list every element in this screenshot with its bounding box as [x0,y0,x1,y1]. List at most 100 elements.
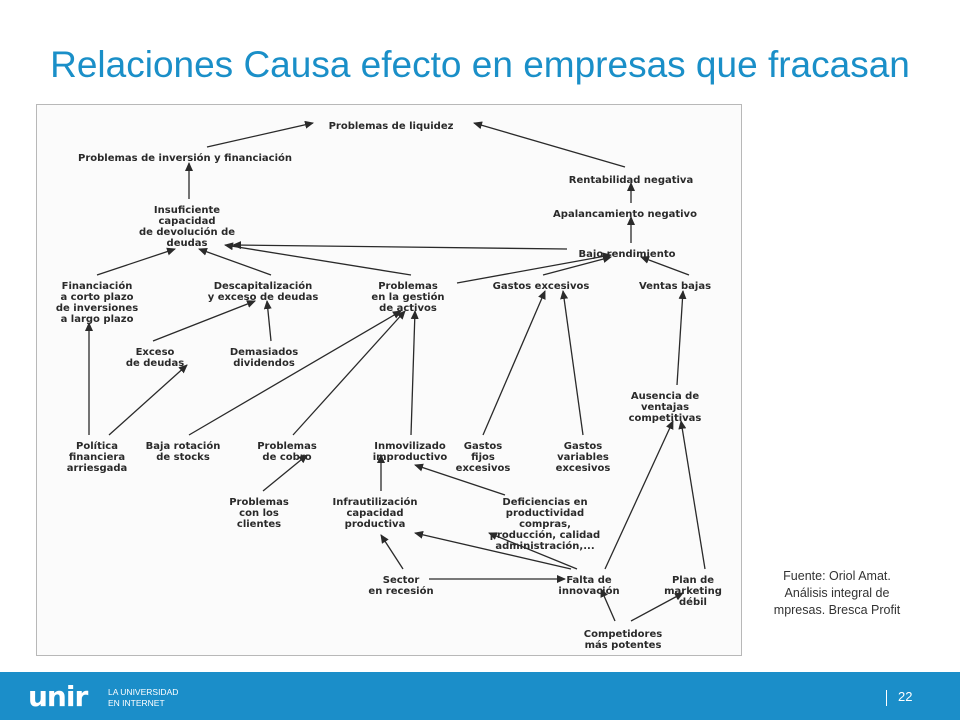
node-inmovilizado-line: improductivo [373,452,448,463]
arrow-from-ventas [640,256,690,276]
node-insuficiente-line: Insuficiente [154,205,220,216]
node-falta-line: Falta de [566,575,612,586]
node-gestion-line: de activos [379,303,437,314]
node-gastos-line: Gastos excesivos [493,281,590,292]
node-dividendos-line: Demasiados [230,347,298,358]
node-liquidez: Problemas de liquidez [329,121,454,132]
node-sector-line: en recesión [368,585,433,597]
arrow-from-sector [380,534,404,570]
node-descap-line: Descapitalización [214,280,313,292]
node-infrautil-line: capacidad [346,508,403,519]
source-citation: Fuente: Oriol Amat. Análisis integral de… [752,568,922,619]
node-ausencia-line: ventajas [641,402,689,413]
node-financiacion-line: de inversiones [56,303,138,314]
source-line-1: Fuente: Oriol Amat. [783,569,891,583]
node-competidores-line: Competidores [584,629,663,640]
node-variables-line: Gastos [564,441,603,452]
arrow-from-exceso [152,300,256,342]
arrow-from-politica [108,364,188,436]
node-rotacion-line: de stocks [156,452,210,463]
node-variables-line: excesivos [556,463,611,474]
node-rentabilidad: Rentabilidad negativa [569,175,693,186]
arrow-from-variables [560,290,584,436]
arrow-from-falta [414,530,572,570]
node-clientes-line: clientes [237,519,281,530]
node-descap-line: y exceso de deudas [208,292,319,303]
node-sector-line: Sector [383,575,420,586]
node-rentabilidad-line: Rentabilidad negativa [569,175,693,186]
node-clientes-line: Problemas [229,497,289,508]
node-bajo: Bajo rendimiento [579,249,676,260]
node-ventas: Ventas bajas [639,281,711,292]
arrow-from-falta [488,532,578,570]
node-politica-line: financiera [69,452,125,463]
arrow-from-cobro [292,310,406,436]
node-financiacion-line: a largo plazo [61,314,134,325]
node-falta-line: innovación [558,585,619,597]
page-separator [886,690,887,706]
arrow-from-competidores [630,592,684,622]
node-fijos-line: Gastos [464,441,503,452]
arrow-from-competidores [600,588,616,622]
node-clientes-line: con los [239,508,279,519]
slide-title: Relaciones Causa efecto en empresas que … [50,44,910,85]
arrow-from-rentabilidad [473,121,626,168]
node-inversion: Problemas de inversión y financiación [78,152,292,164]
arrow-from-gestion [224,242,412,276]
node-deficiencias-line: productividad [506,508,584,519]
node-variables-line: variables [557,452,609,463]
node-marketing-line: marketing [664,586,722,597]
node-dividendos-line: dividendos [233,358,295,369]
node-inversion-line: Problemas de inversión y financiación [78,152,292,164]
node-bajo-line: Bajo rendimiento [579,249,676,260]
node-gestion-line: Problemas [378,281,438,292]
node-ausencia-line: Ausencia de [631,391,699,402]
footer-bar: unir LA UNIVERSIDAD EN INTERNET 22 [0,672,960,720]
node-apalancamiento-line: Apalancamiento negativo [553,209,697,220]
arrow-from-gestion [456,252,612,284]
node-insuficiente-line: capacidad [158,216,215,227]
node-gastos: Gastos excesivos [493,281,590,292]
arrow-from-bajo [232,241,568,250]
node-cobro-line: de cobro [262,452,311,463]
arrow-from-financiacion [96,247,176,276]
node-exceso-line: de deudas [126,358,184,369]
arrow-from-inmovilizado [410,310,419,436]
node-apalancamiento: Apalancamiento negativo [553,209,697,220]
arrow-from-descap [198,247,272,276]
node-marketing-line: débil [679,596,707,608]
arrow-from-rotacion [188,310,402,436]
node-marketing-line: Plan de [672,575,714,586]
node-competidores-line: más potentes [585,639,662,651]
arrow-from-marketing [678,420,706,570]
unir-logo: unir [28,680,88,713]
arrow-from-clientes [262,454,308,492]
node-deficiencias-line: compras, [519,519,571,530]
node-insuficiente-line: de devolución de [139,226,235,238]
node-politica-line: Política [76,440,118,452]
page-number: 22 [898,689,913,704]
node-fijos-line: excesivos [456,463,511,474]
node-inmovilizado-line: Inmovilizado [374,441,446,452]
node-insuficiente-line: deudas [167,238,208,249]
logo-tagline: LA UNIVERSIDAD EN INTERNET [108,687,178,709]
arrow-from-deficiencias [414,463,506,496]
arrow-from-ausencia [676,290,687,386]
tagline-line-2: EN INTERNET [108,698,165,708]
